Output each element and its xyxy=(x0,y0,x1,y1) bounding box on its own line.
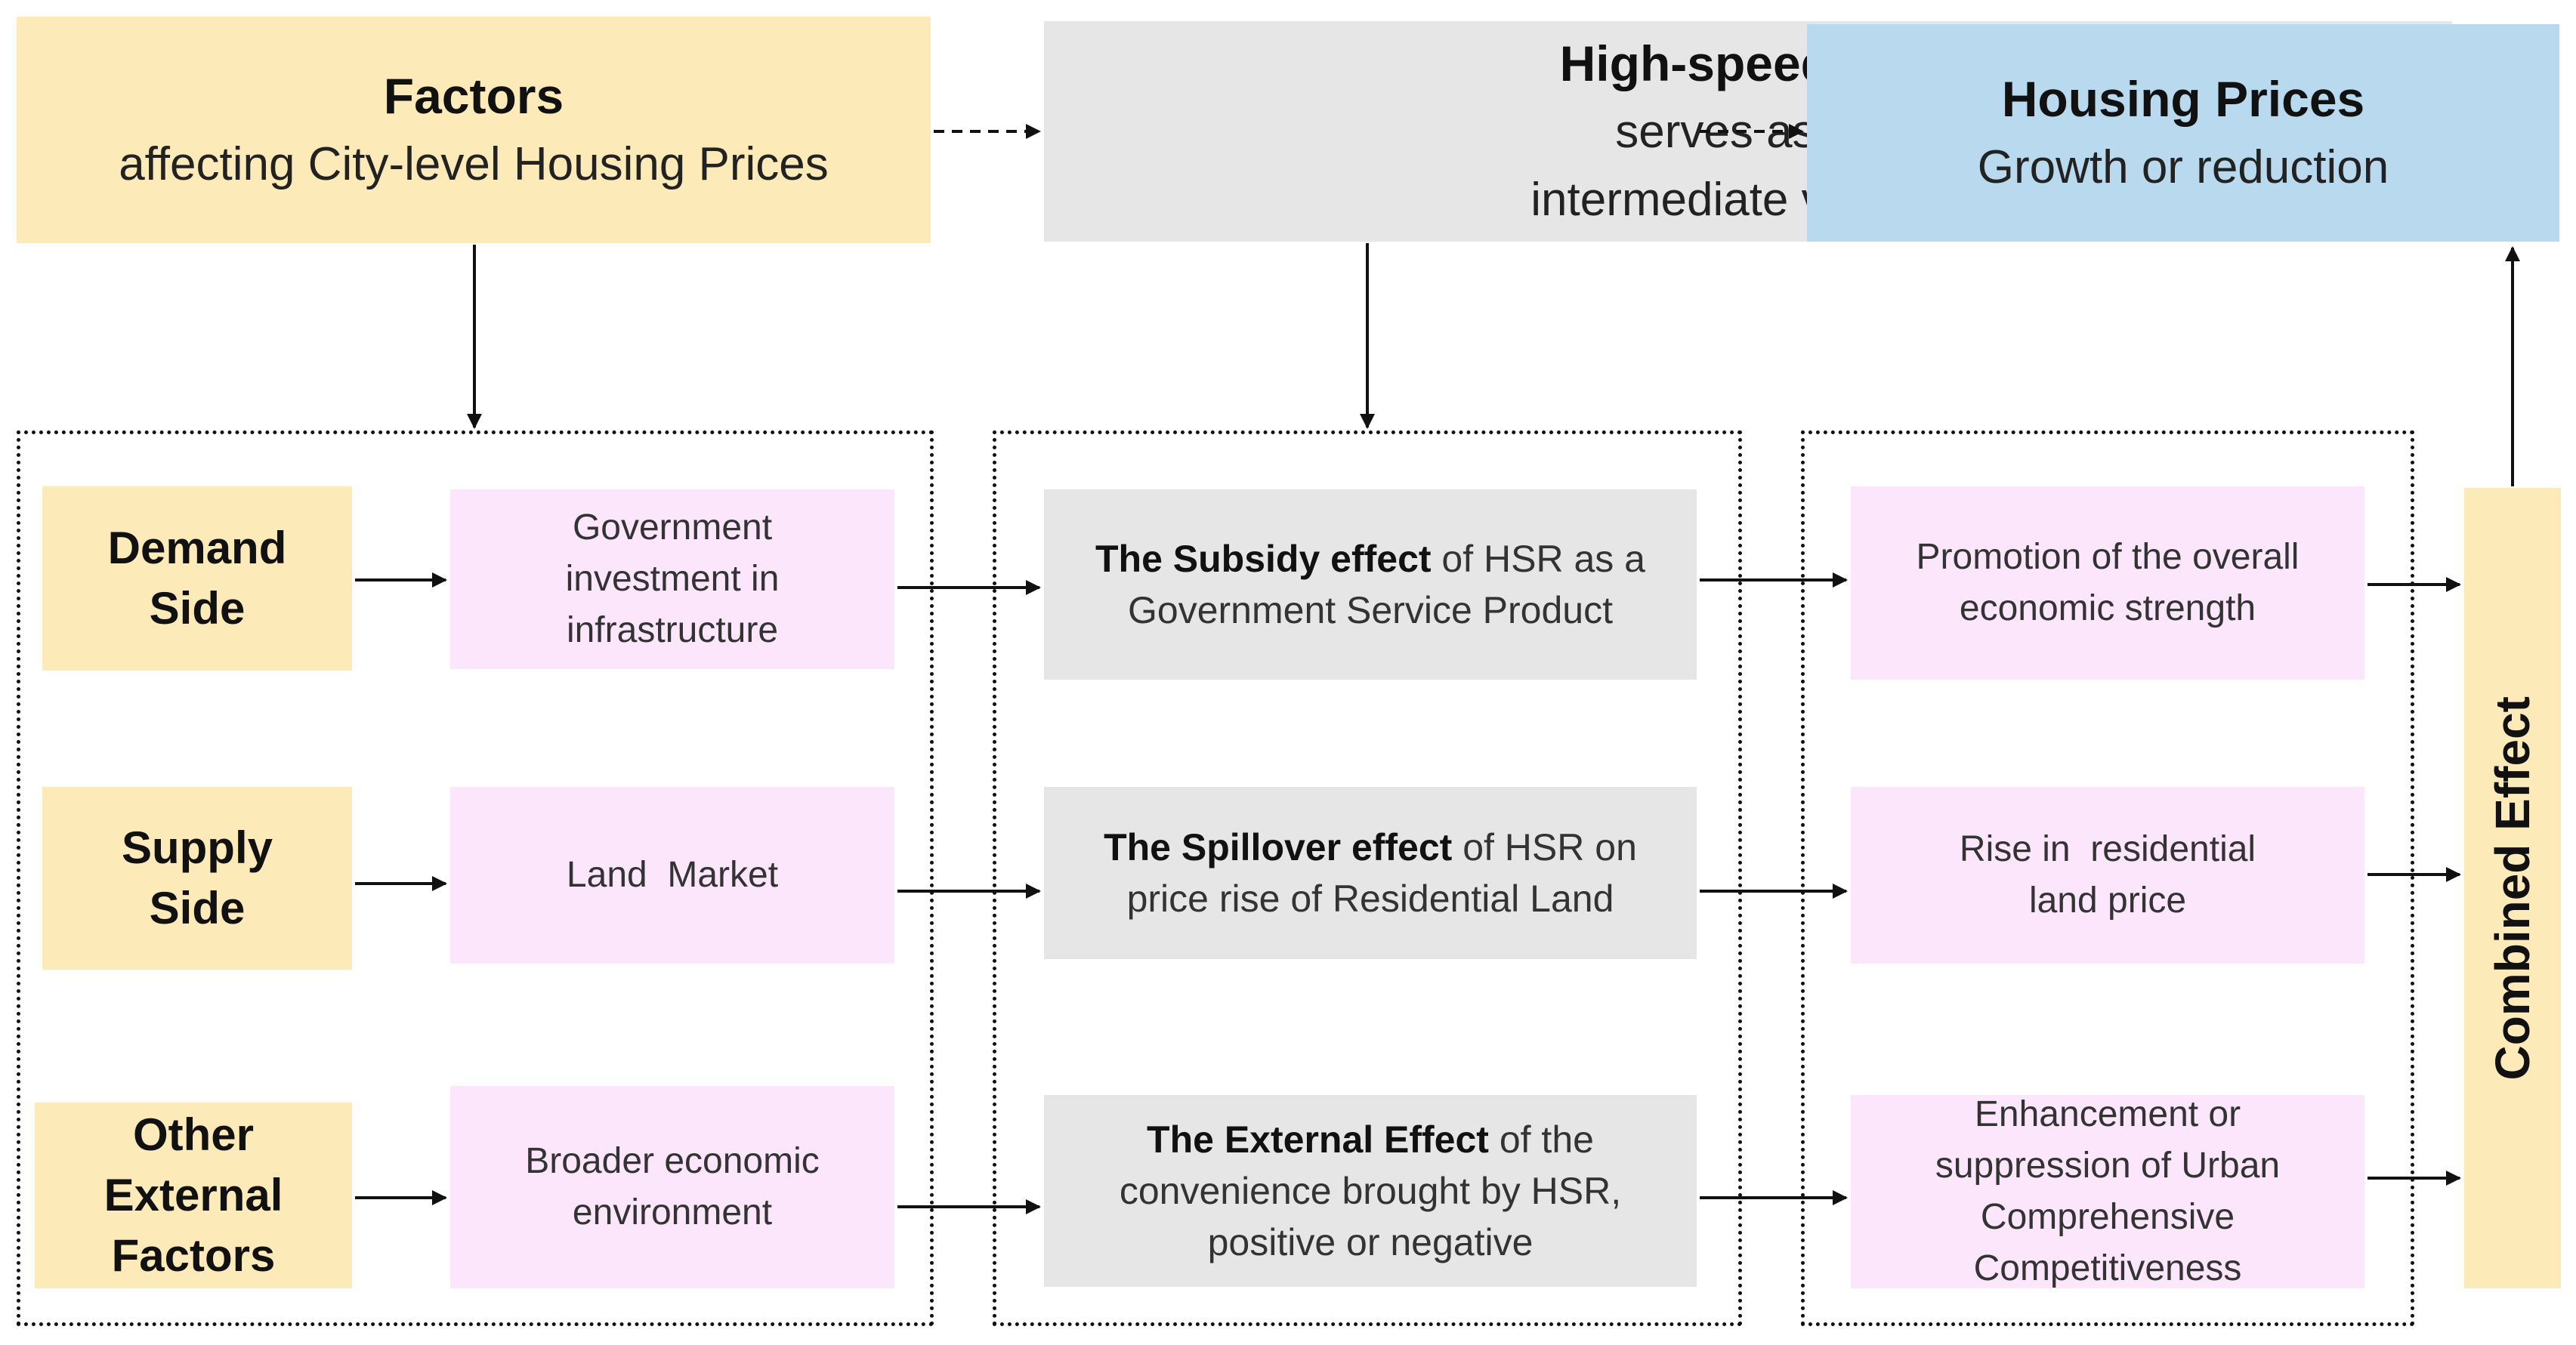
housing-prices-subtitle: Growth or reduction xyxy=(1977,141,2389,193)
external-effect-bold: The External Effect xyxy=(1147,1118,1489,1161)
economic-strength-box: Promotion of the overall economic streng… xyxy=(1851,486,2364,680)
spillover-effect-box: The Spillover effect of HSR on price ris… xyxy=(1044,787,1697,959)
spillover-effect-bold: The Spillover effect xyxy=(1104,826,1453,868)
residential-land-price-box: Rise in residential land price xyxy=(1851,787,2364,964)
government-investment-box: Government investment in infrastructure xyxy=(450,489,894,669)
external-effect-box: The External Effect of the convenience b… xyxy=(1044,1095,1697,1287)
housing-prices-title: Housing Prices xyxy=(2001,71,2365,127)
factors-title: Factors xyxy=(383,68,564,124)
combined-effect-box: Combined Effect xyxy=(2464,488,2561,1288)
factors-subtitle: affecting City-level Housing Prices xyxy=(119,138,829,190)
urban-competitiveness-box: Enhancement or suppression of Urban Comp… xyxy=(1851,1094,2364,1288)
demand-side-label: Demand Side xyxy=(42,486,352,671)
broader-economic-environment-box: Broader economic environment xyxy=(450,1086,894,1288)
factors-group-frame xyxy=(17,430,934,1326)
outcomes-group-frame xyxy=(1801,430,2414,1326)
factors-box: Factors affecting City-level Housing Pri… xyxy=(17,17,931,243)
other-external-factors-label: Other External Factors xyxy=(35,1103,352,1288)
housing-prices-box: Housing Prices Growth or reduction xyxy=(1807,24,2559,242)
effects-group-frame xyxy=(993,430,1742,1326)
subsidy-effect-box: The Subsidy effect of HSR as a Governmen… xyxy=(1044,489,1697,680)
supply-side-label: Supply Side xyxy=(42,787,352,970)
subsidy-effect-bold: The Subsidy effect xyxy=(1095,538,1432,580)
land-market-box: Land Market xyxy=(450,787,894,964)
